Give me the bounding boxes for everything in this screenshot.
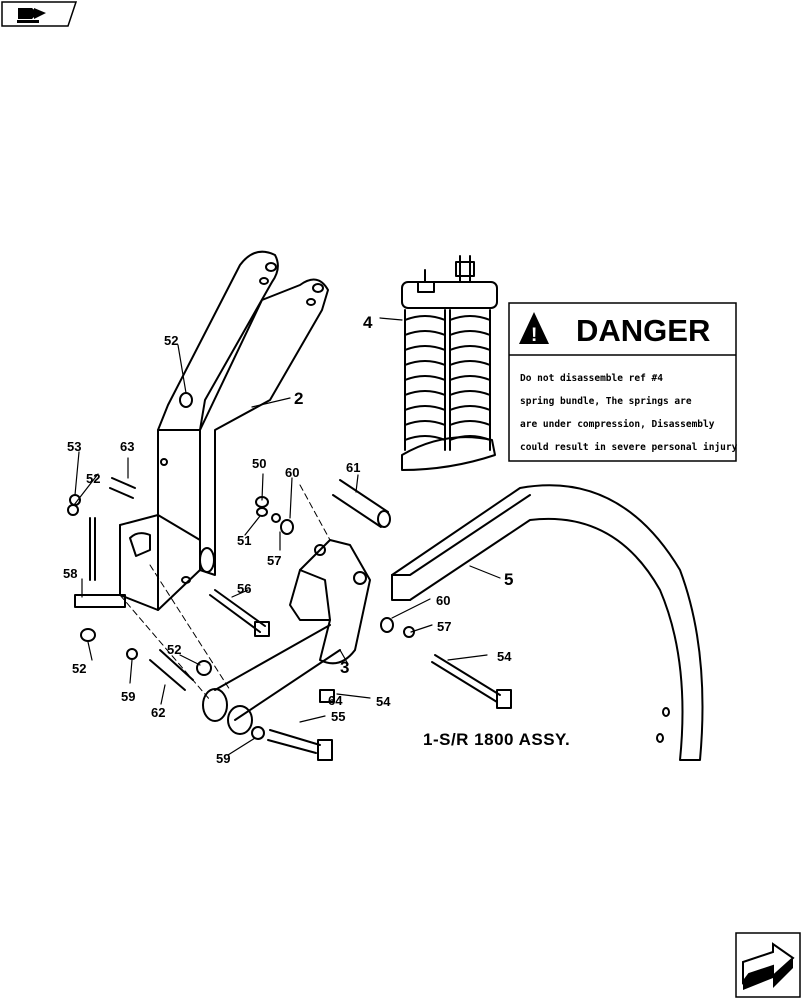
callout: 2 (294, 389, 303, 408)
callout: 64 (328, 693, 343, 708)
danger-line: spring bundle, The springs are (520, 396, 692, 407)
callout: 52 (86, 471, 100, 486)
callout: 51 (237, 533, 251, 548)
callout: 52 (167, 642, 181, 657)
danger-line: are under compression, Disassembly (520, 419, 715, 430)
callout: 50 (252, 456, 266, 471)
danger-label: ! DANGER Do not disassemble ref #4 sprin… (508, 302, 738, 462)
callout: 53 (67, 439, 81, 454)
danger-line: Do not disassemble ref #4 (520, 373, 663, 384)
danger-line: could result in severe personal injury (520, 442, 738, 453)
callout: 3 (340, 658, 349, 677)
callout: 62 (151, 705, 165, 720)
leader-lines (73, 317, 501, 756)
callout: 60 (285, 465, 299, 480)
book-arrow-button[interactable] (0, 0, 78, 28)
callout: 57 (267, 553, 281, 568)
next-page-arrow-icon (735, 932, 801, 998)
callout: 52 (72, 661, 86, 676)
assembly-label: 1-S/R 1800 ASSY. (423, 730, 570, 749)
callout: 56 (237, 581, 251, 596)
callout: 52 (164, 333, 178, 348)
dashed-alignment (119, 484, 331, 701)
svg-text:!: ! (531, 325, 537, 346)
callout: 57 (437, 619, 451, 634)
callout: 59 (121, 689, 135, 704)
part-3-pivot-arm (289, 539, 371, 665)
link-assembly (67, 392, 512, 761)
part-5-shank (391, 484, 704, 761)
callouts: 2 3 4 5 50 51 52 52 52 52 53 54 54 55 56… (63, 313, 513, 766)
book-arrow-icon (1, 1, 78, 27)
callout: 63 (120, 439, 134, 454)
danger-title: DANGER (576, 313, 710, 348)
part-2-mounting-bracket (119, 250, 329, 611)
callout: 5 (504, 570, 513, 589)
callout: 58 (63, 566, 77, 581)
callout: 59 (216, 751, 230, 766)
next-page-button[interactable] (735, 932, 801, 998)
callout: 61 (346, 460, 360, 475)
callout: 54 (497, 649, 512, 664)
part-4-spring-bundle (401, 255, 498, 471)
callout: 4 (363, 313, 373, 332)
callout: 54 (376, 694, 391, 709)
callout: 55 (331, 709, 345, 724)
callout: 60 (436, 593, 450, 608)
